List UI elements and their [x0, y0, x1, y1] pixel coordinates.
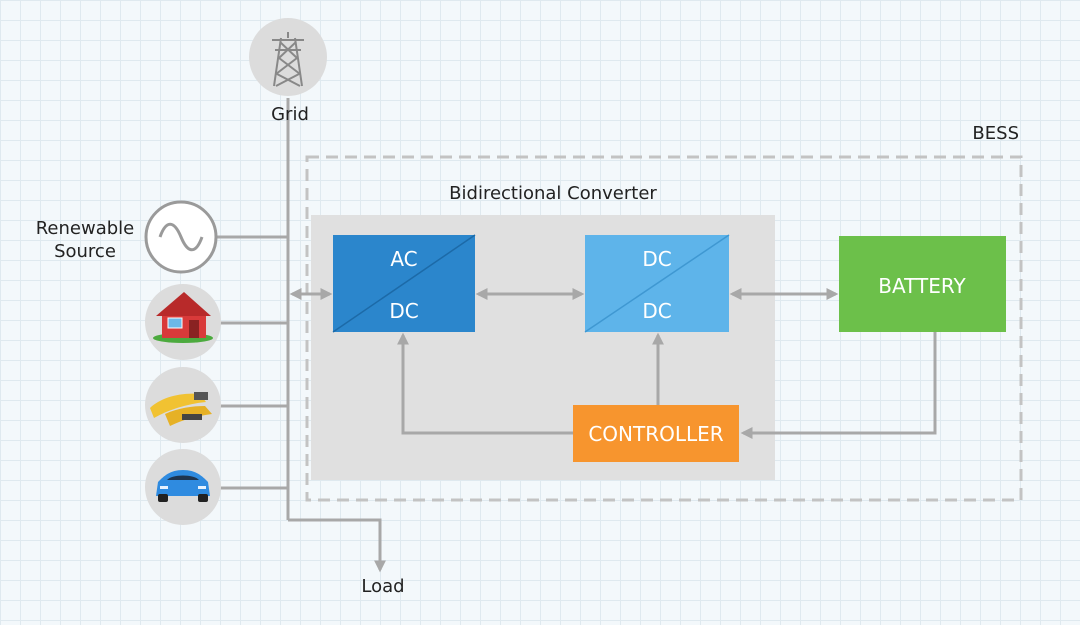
- converter-label: Bidirectional Converter: [449, 183, 657, 204]
- controller-box: CONTROLLER: [573, 405, 739, 462]
- dc-dc-bottom-label: DC: [642, 299, 671, 323]
- sine-wave-generator-icon: [144, 200, 218, 274]
- battery-box: BATTERY: [839, 236, 1006, 332]
- renewable-label-line2: Source: [54, 241, 116, 262]
- bess-label: BESS: [972, 123, 1019, 144]
- controller-to-acdc-arrow: [397, 332, 573, 435]
- grid-label: Grid: [271, 104, 309, 125]
- dc-dc-top-label: DC: [642, 247, 671, 271]
- battery-to-controller-arrow: [740, 332, 937, 439]
- ac-dc-top-label: AC: [390, 247, 417, 271]
- load-line: [288, 518, 386, 573]
- bess-boundary: [305, 155, 1023, 502]
- electric-car-icon: [145, 449, 221, 525]
- transmission-tower-icon: [249, 18, 327, 96]
- ac-dc-converter-box: AC DC: [332, 234, 476, 333]
- dc-dc-converter-box: DC DC: [584, 234, 730, 333]
- controller-label: CONTROLLER: [588, 422, 723, 446]
- load-label: Load: [361, 576, 404, 597]
- ev-charger-plug-icon: [145, 367, 221, 443]
- renewable-label-line1: Renewable: [36, 218, 135, 239]
- house-icon: [145, 284, 221, 360]
- ac-dc-bottom-label: DC: [389, 299, 418, 323]
- battery-label: BATTERY: [878, 274, 966, 298]
